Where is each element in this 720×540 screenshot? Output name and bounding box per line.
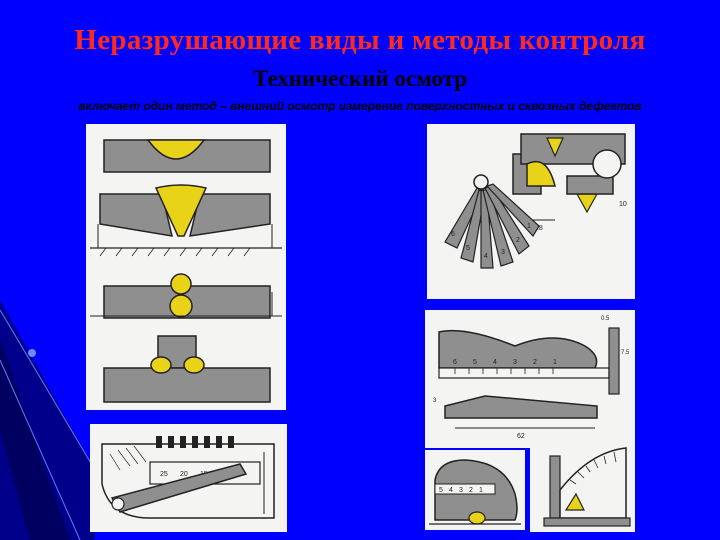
- universal-scale-number: 20: [180, 471, 188, 478]
- radius-scale-number: 5: [473, 359, 477, 366]
- radius-dim-62: 62: [517, 433, 525, 440]
- radius-scale-number: 2: [533, 359, 537, 366]
- gauge-blade-label: 1: [527, 223, 531, 230]
- radius-scale-number: 4: [493, 359, 497, 366]
- universal-gauge-panel: 25 20 15 10 5: [90, 424, 287, 532]
- radius-dim-0-5: 0.5: [601, 316, 610, 322]
- gauge-blade-label: 4: [484, 253, 488, 260]
- radius-gauge-panel: 6 5 4 3 2 1 7.5 0.5 62 3: [425, 310, 635, 448]
- gauge-blade-label: 6: [451, 231, 455, 238]
- template-scale-number: 1: [479, 487, 483, 494]
- slide-caption: включает один метод – внешний осмотр изм…: [78, 99, 642, 113]
- gauge-blade-label: 5: [466, 245, 470, 252]
- gauge-set-dim-2: 10: [619, 201, 627, 208]
- radius-dim-7-5: 7.5: [621, 350, 630, 356]
- slide-title: Неразрушающие виды и методы контроля: [74, 24, 646, 56]
- gauge-blade-label: 3: [501, 249, 505, 256]
- weld-defects-panel: [86, 124, 286, 410]
- angle-gauge-illustration: [543, 447, 631, 527]
- template-scale-number: 5: [439, 487, 443, 494]
- template-gauge-panel: 5 4 3 2 1: [425, 450, 525, 530]
- template-gauge-illustration: 5 4 3 2 1: [429, 459, 521, 525]
- universal-scale-number: 25: [160, 471, 168, 478]
- gauge-set-illustration: 18 10 6 5 4 3 2 1: [444, 133, 627, 269]
- angle-gauge-panel: [530, 440, 635, 532]
- template-scale-number: 4: [449, 487, 453, 494]
- weld-defects-illustration: [90, 139, 282, 403]
- radius-scale-number: 6: [453, 359, 457, 366]
- gauge-set-dim-1: 18: [535, 225, 543, 232]
- decor-dot: [28, 349, 36, 357]
- template-scale-number: 2: [469, 487, 473, 494]
- gauge-blade-label: 2: [516, 237, 520, 244]
- gauge-set-panel: 18 10 6 5 4 3 2 1: [427, 124, 635, 299]
- universal-gauge-illustration: 25 20 15 10 5: [101, 436, 275, 519]
- radius-scale-number: 3: [513, 359, 517, 366]
- template-scale-number: 3: [459, 487, 463, 494]
- slide-subtitle: Технический осмотр: [252, 66, 468, 91]
- radius-dim-3: 3: [433, 398, 437, 404]
- radius-scale-number: 1: [553, 359, 557, 366]
- radius-gauge-illustration: 6 5 4 3 2 1 7.5 0.5 62 3: [433, 316, 630, 440]
